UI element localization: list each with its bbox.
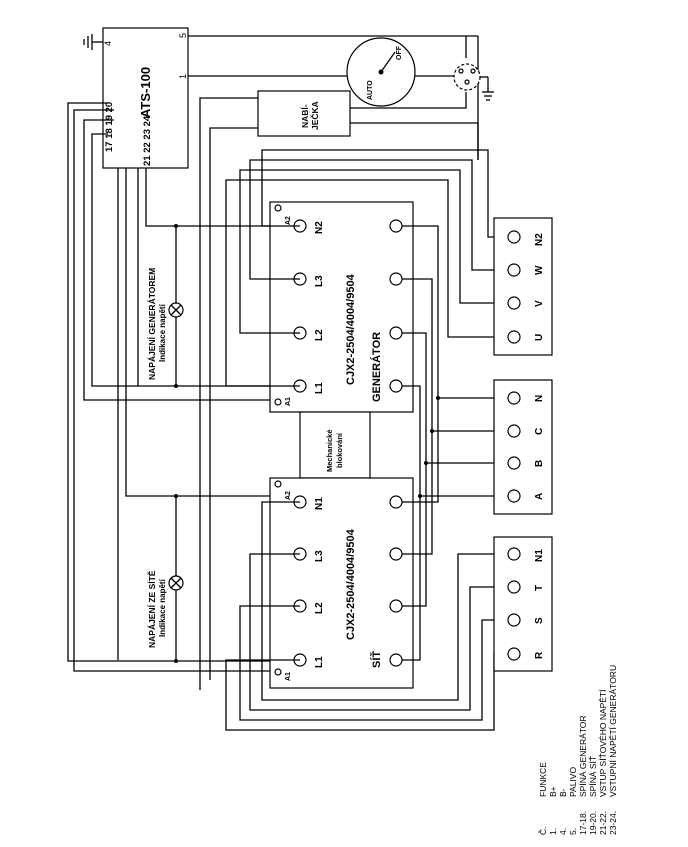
tb-mains-S: S [534, 617, 545, 624]
connector-icon [453, 63, 494, 101]
interlock-line1: Mechanické [325, 429, 334, 472]
key-switch-auto: AUTO [367, 80, 374, 100]
charger-box: NABÍ- JEČKA [257, 90, 351, 137]
gen-model: CJX2-2504/4004/9504 [345, 273, 357, 385]
mains-term-L3: L3 [314, 550, 325, 562]
legend-no-7: 23-24. [608, 811, 618, 835]
gen-indicator-line1: NAPÁJENÍ GENERÁTOREM [147, 268, 157, 380]
key-switch-off: OFF [396, 45, 403, 60]
tb-gen-V: V [534, 300, 545, 307]
charger-label-2: JEČKA [309, 101, 320, 130]
mains-a1: A1 [285, 672, 292, 681]
tb-load-B: B [534, 460, 545, 467]
mains-indicator-line2: Indikace napětí [158, 578, 167, 637]
tb-load-C: C [534, 428, 545, 435]
tb-mains-T: T [534, 585, 545, 591]
tb-mains-R: R [534, 651, 545, 659]
legend-text-5: SPÍNÁ SÍŤ [588, 756, 598, 797]
tb-load-N: N [534, 395, 545, 402]
legend: Č. FUNKCE 1. B+ 4. B- 5. PALIVO 17-18. S… [538, 665, 618, 835]
legend-text-2: B- [558, 788, 568, 797]
mains-term-L1: L1 [314, 656, 325, 668]
mains-term-N1: N1 [314, 497, 325, 510]
ats-title: ATS-100 [138, 67, 153, 118]
gen-contactor: A2 A1 N2 L3 L2 L1 CJX2-2504/4004/9504 GE… [269, 201, 414, 413]
gen-a2: A2 [285, 216, 292, 225]
gen-term-L3: L3 [314, 275, 325, 287]
ats-pin-4: 4 [103, 41, 113, 46]
legend-no-1: 1. [548, 828, 558, 835]
ats-pin-5: 5 [178, 33, 188, 38]
legend-text-7: VSTUPNÍ NAPĚTÍ GENERÁTORU [608, 665, 618, 797]
legend-text-4: SPÍNÁ GENERÁTOR [578, 715, 588, 797]
legend-text-6: VSTUP SÍŤOVÉHO NAPĚTÍ [598, 689, 608, 797]
legend-no-2: 4. [558, 828, 568, 835]
gen-term-N2: N2 [314, 221, 325, 234]
ats-pin-1: 1 [178, 74, 188, 79]
legend-no-3: 5. [568, 828, 578, 835]
ats-control-wiring [67, 102, 300, 672]
gen-term-L2: L2 [314, 329, 325, 341]
tb-mains-N1: N1 [534, 549, 545, 562]
gen-indicator-line2: Indikace napětí [158, 303, 167, 362]
key-switch: OFF AUTO [346, 37, 416, 107]
gen-indicator-lamp: NAPÁJENÍ GENERÁTOREM Indikace napětí [147, 224, 184, 388]
mechanical-interlock: Mechanické blokování [299, 411, 371, 479]
mains-contactor: A2 A1 N1 L3 L2 L1 CJX2-2504/4004/9504 SÍ… [269, 477, 414, 689]
legend-text-1: B+ [548, 786, 558, 797]
legend-no-4: 17-18. [578, 811, 588, 835]
tb-gen-U: U [534, 334, 545, 341]
mains-name: SÍŤ [370, 651, 383, 668]
mains-a2: A2 [285, 491, 292, 500]
mains-term-L2: L2 [314, 602, 325, 614]
tb-load-A: A [534, 493, 545, 500]
mains-model: CJX2-2504/4004/9504 [345, 528, 357, 640]
gen-a1: A1 [285, 397, 292, 406]
legend-no-5: 19-20. [588, 811, 598, 835]
legend-no-0: Č. [538, 827, 548, 836]
mains-indicator-lamp: NAPÁJENÍ ZE SÍTĚ Indikace napětí [146, 494, 184, 663]
mains-indicator-line1: NAPÁJENÍ ZE SÍTĚ [146, 570, 157, 648]
power-wiring [225, 149, 510, 731]
charger-label-1: NABÍ- [300, 104, 310, 128]
legend-no-6: 21-22. [598, 811, 608, 835]
legend-text-3: PALIVO [568, 767, 578, 797]
terminal-block-load: N C B A [493, 379, 553, 515]
terminal-block-generator: N2 W V U [493, 217, 553, 356]
tb-gen-W: W [534, 265, 545, 275]
ground-icon [83, 34, 103, 50]
ats-controller: ATS-100 4 5 1 17 18 19 20 21 22 23 24 [102, 27, 189, 169]
interlock-line2: blokování [335, 432, 344, 468]
ats-pins-21-24: 21 22 23 24 [142, 115, 153, 166]
terminal-block-mains: N1 T S R [493, 536, 553, 672]
gen-term-L1: L1 [314, 382, 325, 394]
legend-text-0: FUNKCE [538, 762, 548, 797]
ats-pins-17-20: 17 18 19 20 [104, 102, 115, 152]
gen-name: GENERÁTOR [370, 332, 383, 402]
tb-gen-N2: N2 [534, 233, 545, 246]
